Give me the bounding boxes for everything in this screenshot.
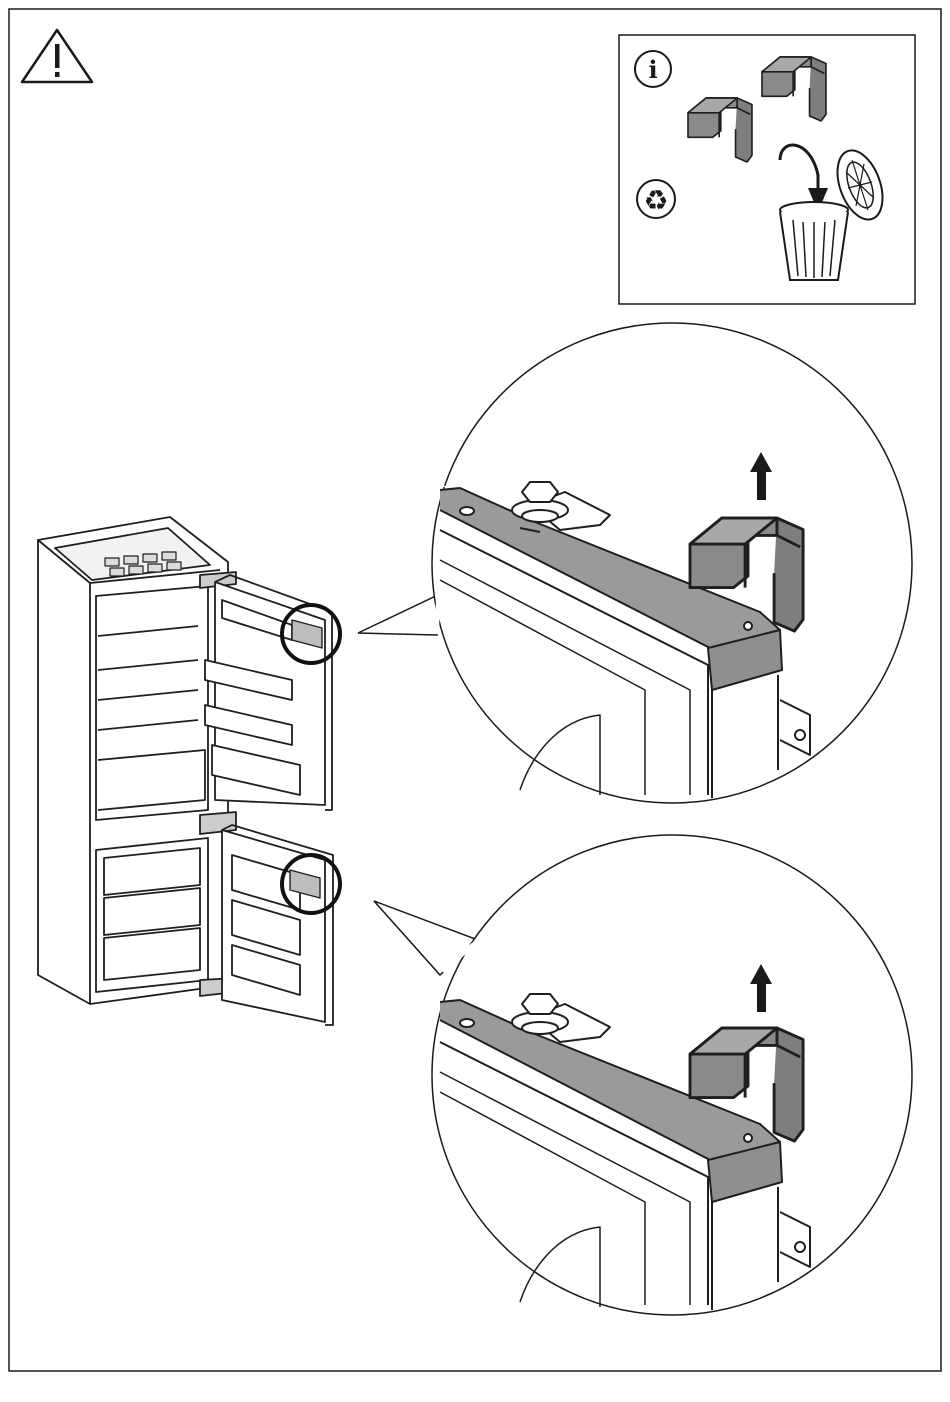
recycle-symbol: ♻ <box>643 184 668 217</box>
info-symbol: i <box>648 55 657 84</box>
info-circle-icon: i <box>635 51 671 87</box>
info-panel: i ♻ <box>619 35 915 304</box>
recycle-icon: ♻ <box>637 180 675 218</box>
